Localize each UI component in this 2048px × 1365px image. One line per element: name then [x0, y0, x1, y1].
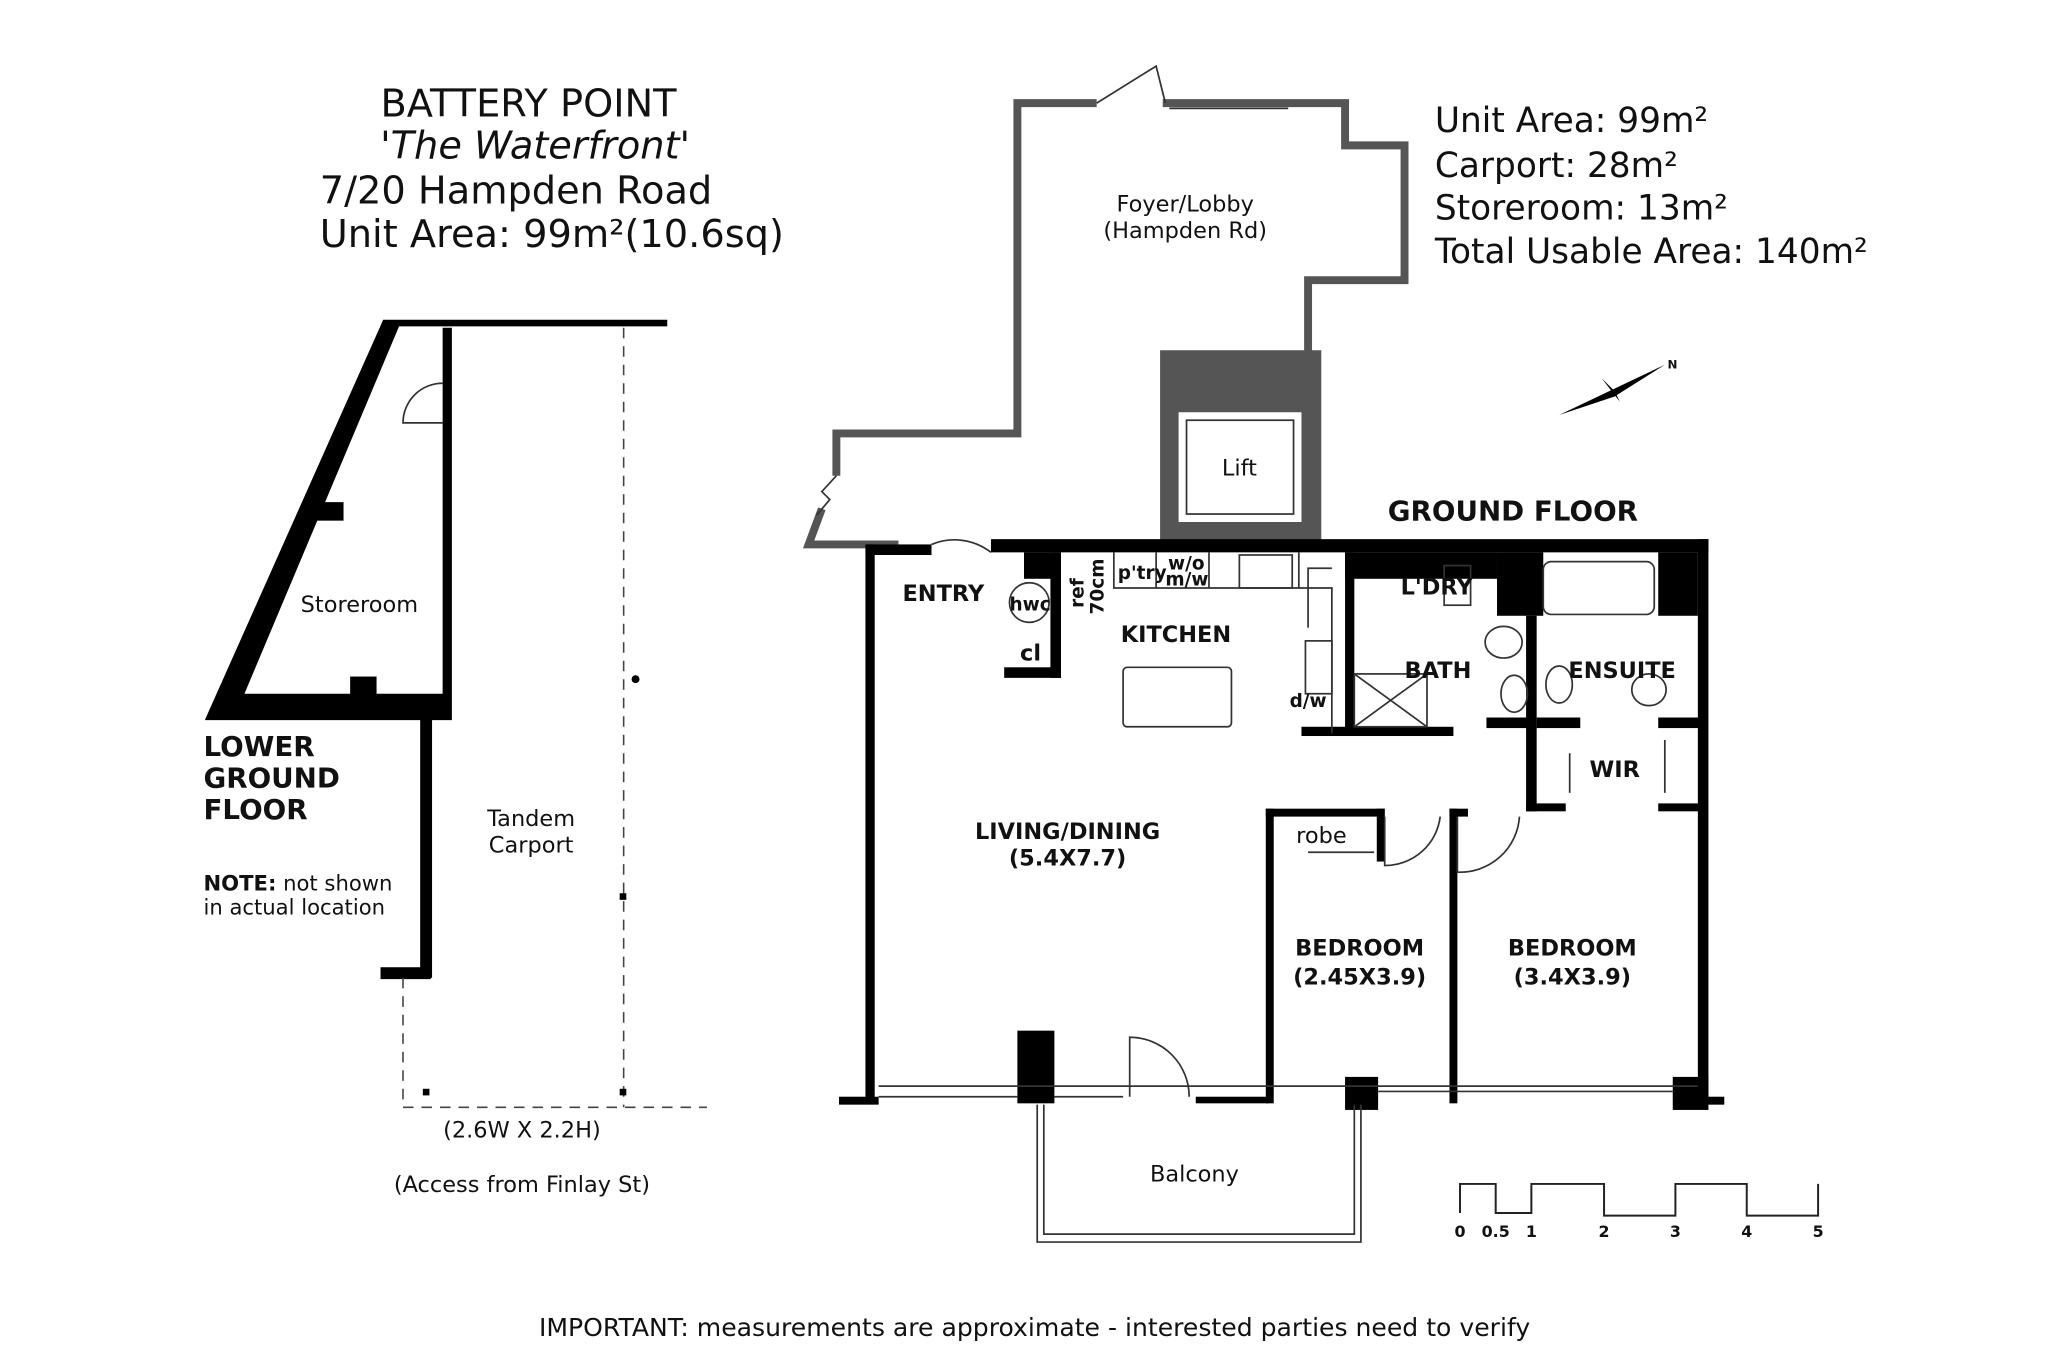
pantry-label: p'try — [1118, 563, 1167, 584]
ref-label: ref — [1067, 577, 1088, 608]
bath-label: BATH — [1405, 658, 1472, 684]
ground-floor-plan: GROUND FLOOR — [839, 495, 1725, 1243]
scale-bar: 0 0.5 1 2 3 4 5 — [1455, 1182, 1824, 1241]
hot-water-cylinder — [1008, 581, 1050, 624]
area-storeroom: Storeroom: 13m² — [1435, 188, 1728, 228]
toilet — [1484, 625, 1523, 659]
ref-width-label: 70cm — [1087, 559, 1108, 615]
wir-label: WIR — [1590, 757, 1640, 783]
carport-label-2: Carport — [489, 832, 574, 858]
suburb: BATTERY POINT — [380, 81, 677, 126]
carport-wall-end — [380, 967, 431, 980]
marker — [619, 893, 627, 900]
bedroom-doors — [1383, 816, 1521, 873]
marker — [631, 675, 640, 684]
disclaimer: IMPORTANT: measurements are approximate … — [539, 1313, 1530, 1342]
north-label: N — [1667, 358, 1677, 372]
scale-tick: 0 — [1455, 1222, 1466, 1241]
marker — [422, 1088, 430, 1096]
lift-shaft — [1160, 350, 1322, 542]
bedroom2-label-1: BEDROOM — [1295, 935, 1424, 961]
area-summary: Unit Area: 99m² Carport: 28m² Storeroom:… — [1434, 101, 1868, 272]
carport-access: (Access from Finlay St) — [394, 1172, 650, 1198]
area-total: Total Usable Area: 140m² — [1434, 232, 1868, 272]
lower-floor-label-3: FLOOR — [203, 793, 307, 826]
property-header: BATTERY POINT 'The Waterfront' 7/20 Hamp… — [320, 81, 784, 257]
cooktop — [1238, 554, 1294, 589]
marker — [619, 1088, 627, 1096]
foyer-label-2: (Hampden Rd) — [1103, 218, 1267, 244]
living-label-1: LIVING/DINING — [975, 819, 1160, 845]
lower-floor-label-2: GROUND — [203, 762, 339, 795]
kitchen-sink — [1304, 640, 1333, 695]
robe-label: robe — [1296, 823, 1347, 849]
scale-bar-line — [1459, 1182, 1820, 1217]
area-unit: Unit Area: 99m² — [1435, 101, 1708, 141]
cl-label: cl — [1020, 641, 1041, 667]
bedroom1-label-1: BEDROOM — [1508, 935, 1637, 961]
note-text: not shown — [276, 871, 392, 896]
ground-floor-label: GROUND FLOOR — [1388, 495, 1638, 528]
north-arrow-icon: N — [1559, 358, 1677, 415]
lower-ground-floor-plan: Storeroom Tandem Carport LOWER GROUND FL… — [203, 319, 707, 1198]
living-label-2: (5.4X7.7) — [1009, 845, 1126, 871]
note-line-2: in actual location — [203, 894, 385, 919]
hwc-label: hwc — [1009, 594, 1050, 615]
scale-tick: 4 — [1741, 1222, 1752, 1241]
shower — [1353, 673, 1428, 728]
lower-floor-label-1: LOWER — [203, 730, 314, 763]
scale-tick: 5 — [1813, 1222, 1824, 1241]
foyer-label-1: Foyer/Lobby — [1116, 191, 1253, 217]
wardrobe-rails — [1308, 739, 1666, 854]
wall-oven-label: w/o — [1168, 554, 1205, 575]
scale-tick: 0.5 — [1482, 1222, 1510, 1241]
bedroom2-label-2: (2.45X3.9) — [1293, 964, 1426, 990]
area-carport: Carport: 28m² — [1435, 146, 1678, 186]
bathtub — [1542, 560, 1656, 616]
entry-door — [931, 538, 992, 554]
balcony-door — [1128, 1036, 1191, 1097]
scale-tick: 1 — [1526, 1222, 1537, 1241]
foyer-lobby: Foyer/Lobby (Hampden Rd) Lift — [802, 64, 1409, 549]
bedroom1-label-2: (3.4X3.9) — [1514, 964, 1631, 990]
column — [350, 676, 377, 698]
unit-walls — [839, 539, 1725, 1110]
carport-boundary — [402, 327, 707, 1109]
kitchen-label: KITCHEN — [1121, 622, 1231, 648]
dishwasher-label: d/w — [1290, 691, 1327, 712]
ensuite-label: ENSUITE — [1568, 658, 1676, 684]
storeroom-door — [402, 382, 443, 424]
shower-drain — [1353, 673, 1428, 728]
microwave-label: m/w — [1165, 569, 1208, 590]
note-bold: NOTE: — [203, 871, 276, 896]
lift-label: Lift — [1222, 456, 1257, 482]
balcony-label: Balcony — [1150, 1161, 1239, 1187]
laundry-tub — [1443, 564, 1472, 607]
lift-car — [1185, 419, 1295, 515]
basin — [1545, 665, 1574, 704]
basin — [1500, 674, 1529, 714]
address: 7/20 Hampden Road — [320, 169, 712, 214]
window-lines — [878, 1085, 1698, 1098]
carport-wall — [420, 713, 433, 978]
kitchen-bench — [1112, 552, 1333, 734]
scale-tick: 2 — [1599, 1222, 1610, 1241]
entry-label: ENTRY — [902, 581, 985, 607]
kitchen-island — [1122, 666, 1233, 728]
column — [317, 502, 344, 521]
balcony-rail — [1036, 1104, 1362, 1243]
storeroom-label: Storeroom — [301, 592, 418, 618]
scale-tick: 3 — [1670, 1222, 1681, 1241]
carport-dimensions: (2.6W X 2.2H) — [443, 1118, 601, 1144]
toilet — [1630, 673, 1668, 707]
carport-label-1: Tandem — [486, 806, 575, 832]
building-name: 'The Waterfront' — [380, 124, 690, 169]
note-line-1: NOTE: not shown — [203, 871, 392, 896]
break-line — [815, 475, 838, 516]
storeroom-walls — [204, 319, 668, 721]
laundry-label: L'DRY — [1401, 575, 1474, 601]
unit-area: Unit Area: 99m²(10.6sq) — [320, 212, 784, 257]
foyer-entry-door — [1096, 64, 1289, 110]
